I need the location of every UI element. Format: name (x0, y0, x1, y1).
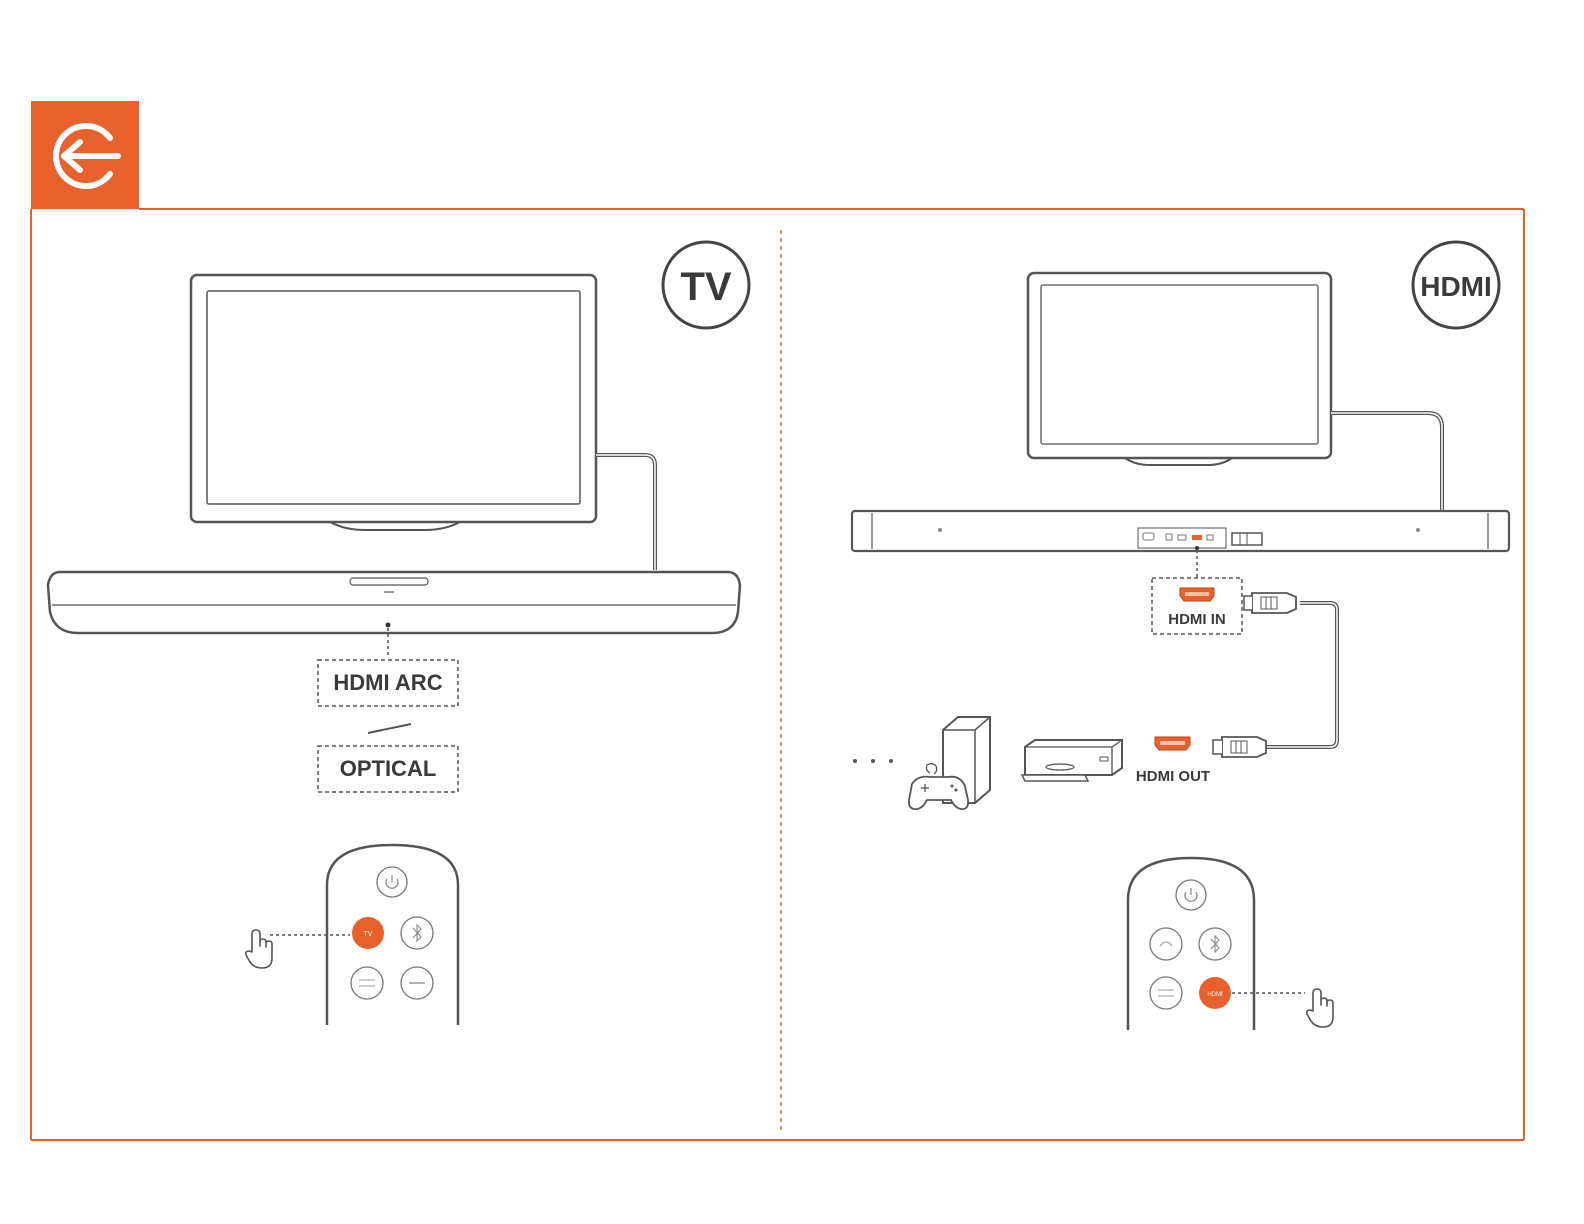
tv-button: TV (352, 917, 384, 949)
hdmi-in-label: HDMI IN (1168, 611, 1226, 628)
soundbar-icon (852, 511, 1509, 551)
hdmi-in-port: HDMI IN (1152, 578, 1242, 634)
hand-pointer-icon (1307, 989, 1333, 1027)
or-separator (368, 724, 411, 733)
power-icon (1176, 880, 1206, 910)
hdmi-badge-label: HDMI (1420, 271, 1492, 302)
tv-badge-label: TV (680, 265, 731, 309)
hdmi-button: HDMI (1199, 977, 1231, 1009)
hdmi-plug-bottom (1213, 737, 1266, 757)
tv-icon (191, 275, 596, 530)
more-devices-ellipsis (853, 759, 893, 763)
hdmi-button (401, 967, 433, 999)
optical-label: OPTICAL (340, 756, 437, 781)
tv-icon (1028, 273, 1331, 465)
remote-control-hdmi: HDMI (1128, 858, 1254, 1030)
hdmi-arc-label-box: HDMI ARC (318, 660, 458, 706)
source-input-icon (31, 101, 139, 209)
power-icon (377, 867, 407, 897)
hand-pointer-icon (246, 930, 272, 968)
remote-control-tv: TV (327, 845, 458, 1025)
panel-hdmi: HDMI (852, 242, 1509, 1030)
tv-badge: TV (663, 242, 749, 328)
tv-icon (1150, 928, 1182, 960)
tv-cable (596, 455, 655, 570)
hdmi-plug-top (1244, 593, 1296, 613)
hdmi-plug-icon (1232, 533, 1262, 545)
hdmi-port-icon (1155, 737, 1190, 750)
hdmi-badge: HDMI (1413, 242, 1499, 328)
hdmi-out-label: HDMI OUT (1136, 768, 1210, 785)
soundbar-icon (48, 572, 740, 633)
tv-button-label: TV (364, 931, 373, 938)
panel-tv: TV HDMI ARC OPTICAL (48, 242, 749, 1025)
soundeffect-button (1150, 977, 1182, 1009)
blu-ray-player-icon (1022, 740, 1122, 781)
bluetooth-icon (1199, 928, 1231, 960)
hdmi-button-label: HDMI (1207, 992, 1223, 998)
hdmi-arc-label: HDMI ARC (333, 670, 442, 695)
bluetooth-icon (401, 917, 433, 949)
hdmi-cable (1262, 603, 1337, 747)
optical-label-box: OPTICAL (318, 746, 458, 792)
hdmi-out-port: HDMI OUT (1136, 737, 1210, 785)
hdmi-port-icon (1180, 588, 1214, 601)
soundeffect-button (351, 967, 383, 999)
